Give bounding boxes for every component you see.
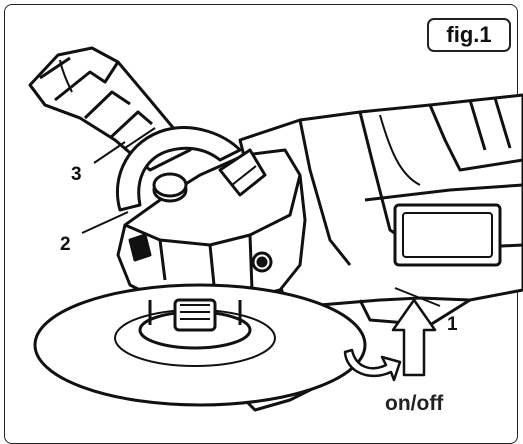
motor-housing bbox=[238, 93, 523, 327]
angle-grinder-illustration: 3 2 1 on/off bbox=[28, 46, 523, 415]
leader-lines bbox=[81, 141, 441, 307]
grinding-disc bbox=[33, 283, 367, 407]
gear-head bbox=[116, 148, 307, 307]
callout-3: 3 bbox=[71, 164, 82, 185]
on-off-label: on/off bbox=[385, 392, 444, 415]
spindle-lock-button bbox=[152, 172, 188, 203]
switch-arrows bbox=[343, 298, 437, 382]
callout-2: 2 bbox=[60, 234, 71, 255]
up-arrow-icon bbox=[391, 298, 437, 377]
figure-label: fig.1 bbox=[427, 18, 511, 52]
callout-1: 1 bbox=[447, 314, 458, 335]
curved-arrow-icon bbox=[343, 348, 402, 382]
